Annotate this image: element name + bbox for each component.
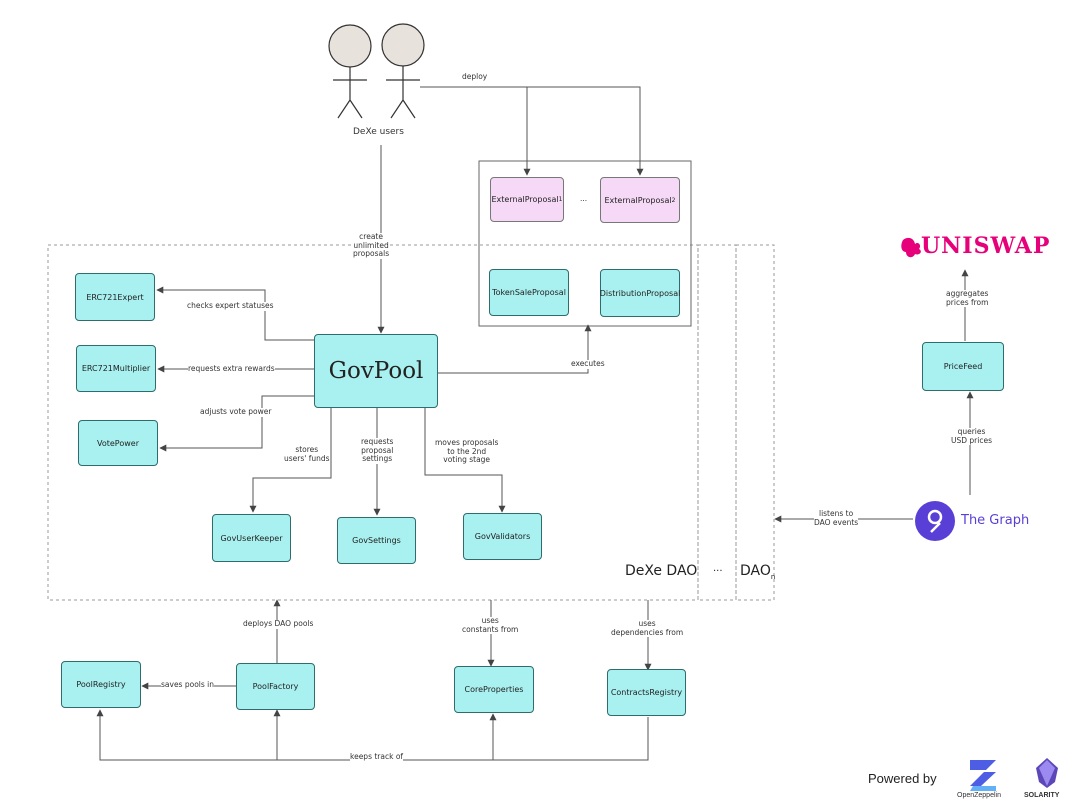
stores-funds-label: stores users' funds [284, 445, 330, 464]
pool-registry-box[interactable]: PoolRegistry [61, 661, 141, 708]
dao-n-container [735, 244, 775, 601]
saves-pools-label: saves pools in [161, 680, 214, 690]
user-figure-1 [328, 24, 372, 119]
external-proposal-2-label: ExternalProposal [604, 195, 672, 205]
external-proposal-1-sub: 1 [558, 196, 563, 203]
govpool-box[interactable]: GovPool [314, 334, 438, 408]
adjusts-vote-arrow [159, 395, 314, 452]
price-feed-box[interactable]: PriceFeed [922, 342, 1004, 391]
requests-rewards-label: requests extra rewards [188, 364, 275, 374]
executes-label: executes [571, 359, 605, 369]
gov-userkeeper-box[interactable]: GovUserKeeper [212, 514, 291, 562]
openzeppelin-icon [970, 760, 996, 791]
powered-by-label: Powered by [868, 771, 937, 786]
uses-dependencies-label: uses dependencies from [611, 619, 684, 638]
dao-n-text: DAO [740, 563, 771, 579]
executes-arrow [438, 324, 592, 374]
listens-label: listens to DAO events [814, 509, 859, 528]
checks-expert-arrow [156, 286, 314, 341]
user-figure-2 [381, 23, 425, 119]
requests-settings-label: requests proposal settings [361, 437, 394, 464]
pool-factory-box[interactable]: PoolFactory [236, 663, 315, 710]
stores-funds-arrow [249, 408, 332, 513]
the-graph-wordmark: The Graph [961, 513, 1030, 528]
adjusts-vote-label: adjusts vote power [200, 407, 272, 417]
gov-validators-box[interactable]: GovValidators [463, 513, 542, 560]
moves-proposals-label: moves proposals to the 2nd voting stage [435, 438, 499, 465]
create-proposals-label: create unlimited proposals [353, 232, 390, 259]
aggregates-label: aggregates prices from [946, 289, 989, 308]
solarity-icon [1036, 758, 1058, 788]
solarity-wordmark: SOLARITY [1024, 792, 1060, 799]
deploy-line [420, 86, 644, 176]
dao-n-label: DAOn [740, 563, 775, 581]
gov-settings-box[interactable]: GovSettings [337, 517, 416, 564]
token-sale-proposal[interactable]: TokenSaleProposal [489, 269, 569, 316]
moves-proposals-arrow [424, 408, 506, 513]
checks-expert-label: checks expert statuses [187, 301, 274, 311]
vote-power-box[interactable]: VotePower [78, 420, 158, 466]
dao-n-sub: n [770, 572, 776, 581]
users-label: DeXe users [353, 127, 404, 137]
proposals-ellipsis: ... [580, 194, 588, 203]
core-properties-box[interactable]: CoreProperties [454, 666, 534, 713]
external-proposal-2-sub: 2 [671, 196, 676, 204]
external-proposal-1-label: ExternalProposal [491, 195, 559, 204]
erc721-expert-box[interactable]: ERC721Expert [75, 273, 155, 321]
queries-label: queries USD prices [951, 427, 992, 446]
dexe-dao-label: DeXe DAO [625, 563, 698, 579]
dao-dots-label: ... [713, 563, 723, 574]
the-graph-icon [915, 501, 955, 541]
openzeppelin-wordmark: OpenZeppelin [957, 792, 1001, 799]
dao-dots-container [697, 244, 737, 601]
contracts-registry-box[interactable]: ContractsRegistry [607, 669, 686, 716]
deploy-label: deploy [462, 72, 488, 81]
uniswap-logo-icon [901, 237, 921, 258]
distribution-proposal[interactable]: DistributionProposal [600, 269, 680, 317]
uses-constants-label: uses constants from [462, 616, 519, 635]
users-figures [328, 23, 425, 119]
uniswap-wordmark: UNISWAP [921, 233, 1051, 259]
erc721-multiplier-box[interactable]: ERC721Multiplier [76, 345, 156, 392]
deploys-pools-label: deploys DAO pools [243, 619, 314, 629]
keeps-track-label: keeps track of [350, 752, 404, 762]
